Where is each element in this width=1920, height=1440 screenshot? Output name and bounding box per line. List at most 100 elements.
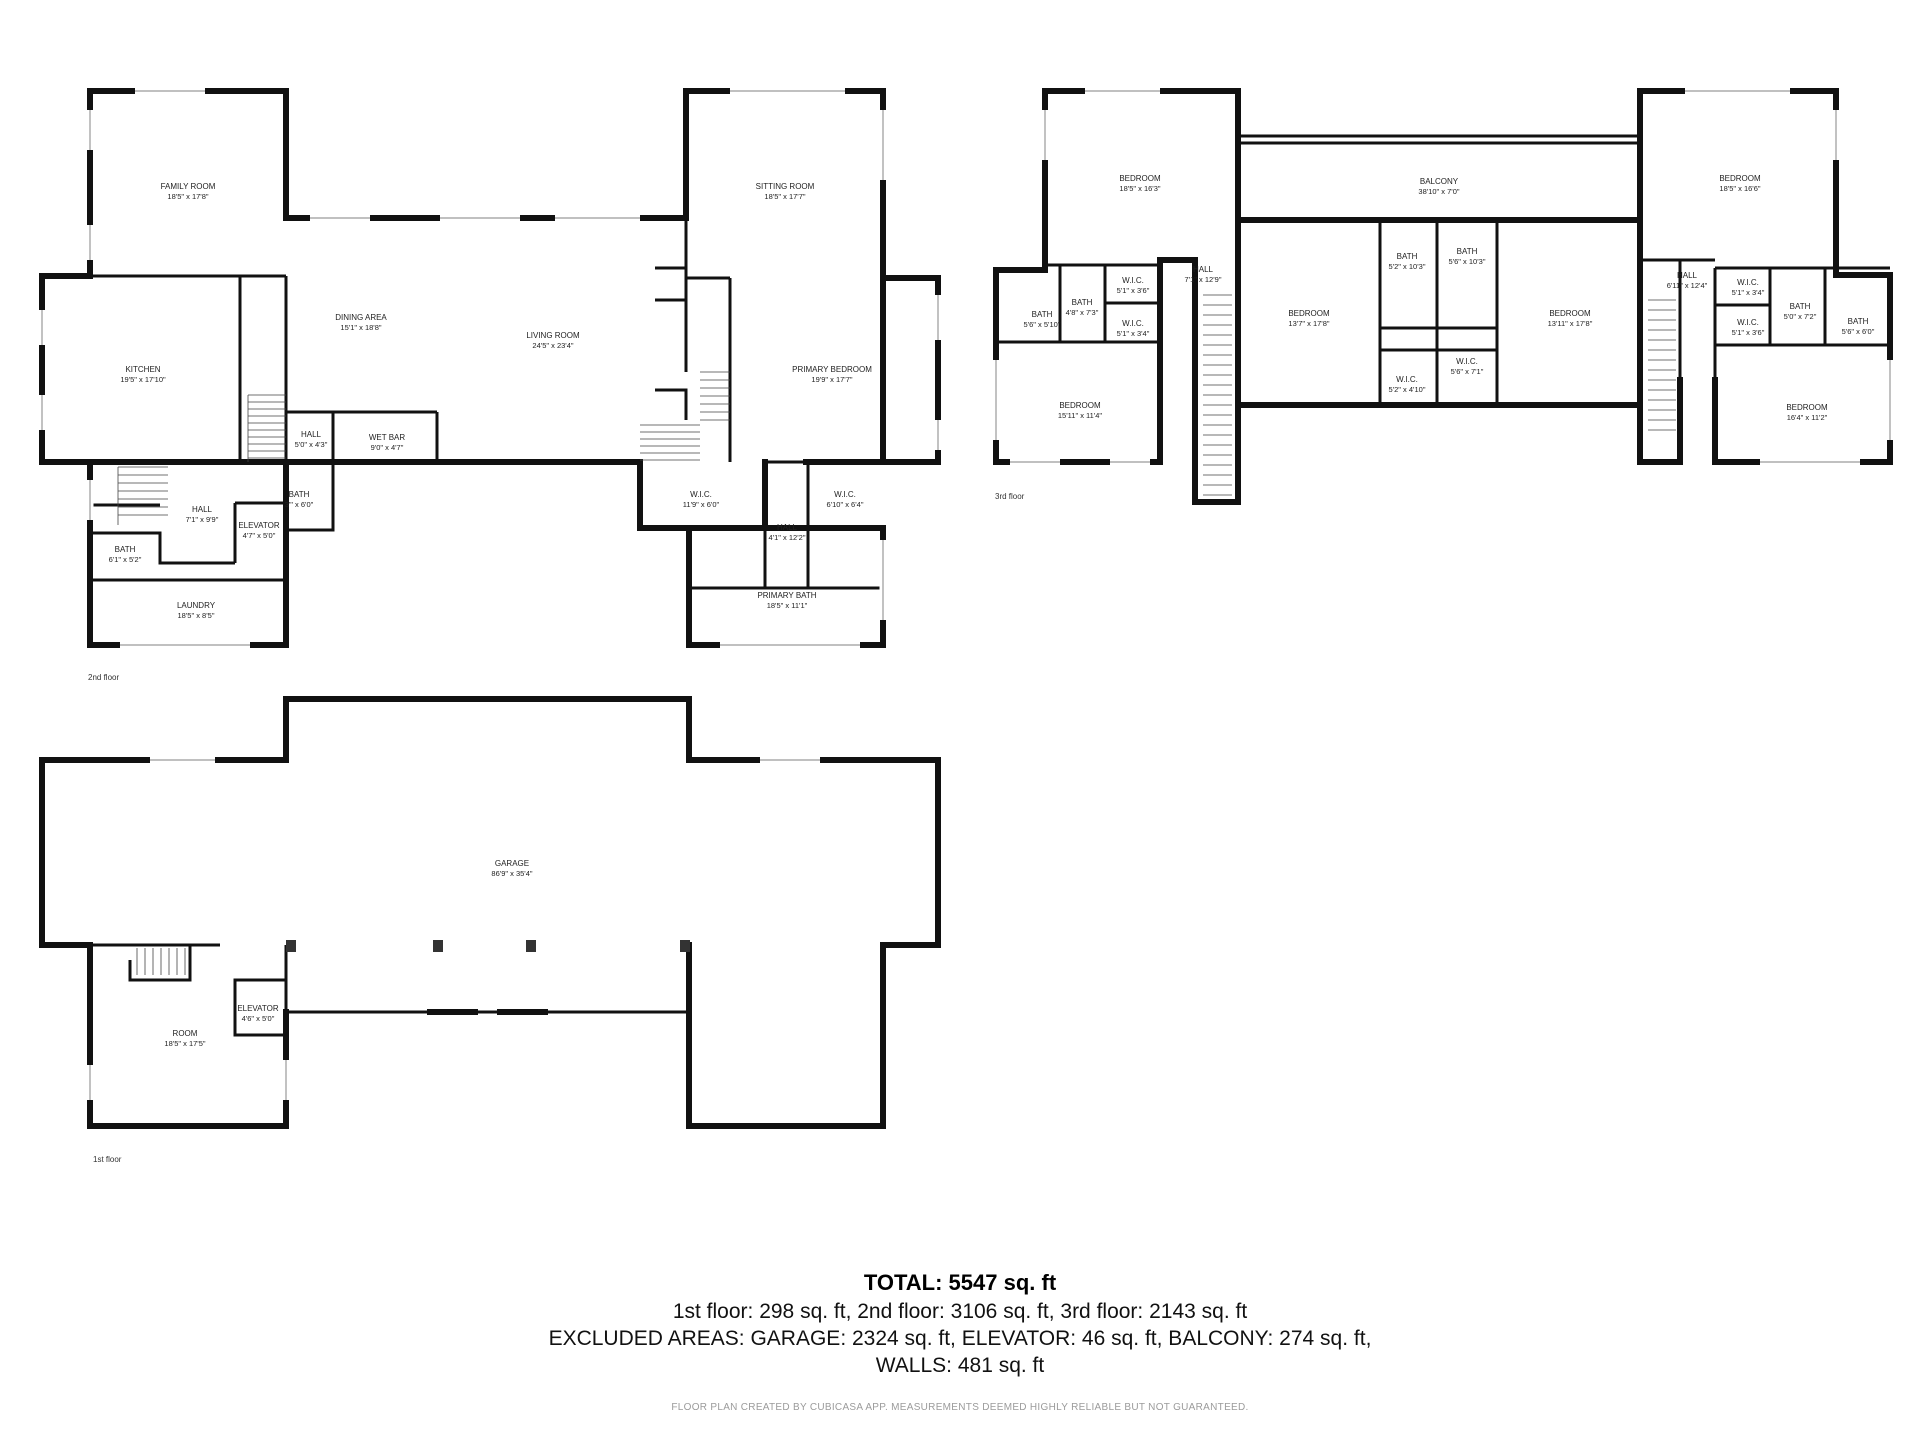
svg-text:5'1" x 3'6": 5'1" x 3'6" [1117, 286, 1150, 295]
svg-text:HALL: HALL [777, 523, 798, 532]
second-floor-windows [38, 87, 942, 649]
svg-text:PRIMARY BATH: PRIMARY BATH [757, 591, 816, 600]
svg-text:5'1" x 3'6": 5'1" x 3'6" [1732, 328, 1765, 337]
stairs-first-floor [136, 948, 186, 975]
room-living-room: LIVING ROOM 24'5" x 23'4" [526, 331, 580, 350]
svg-text:6'1" x 5'2": 6'1" x 5'2" [109, 555, 142, 564]
svg-text:7'1" x 9'9": 7'1" x 9'9" [186, 515, 219, 524]
svg-text:15'1" x 18'8": 15'1" x 18'8" [340, 323, 381, 332]
room-laundry: LAUNDRY 18'5" x 8'5" [177, 601, 216, 620]
svg-text:BATH: BATH [289, 490, 310, 499]
svg-text:18'5" x 17'7": 18'5" x 17'7" [764, 192, 805, 201]
svg-text:5'0" x 7'2": 5'0" x 7'2" [1784, 312, 1817, 321]
svg-text:BEDROOM: BEDROOM [1786, 403, 1828, 412]
svg-text:5'6" x 5'10": 5'6" x 5'10" [1024, 320, 1061, 329]
floor-areas: 1st floor: 298 sq. ft, 2nd floor: 3106 s… [672, 1300, 1248, 1323]
svg-text:15'11" x 11'4": 15'11" x 11'4" [1058, 411, 1103, 420]
svg-text:W.I.C.: W.I.C. [1122, 276, 1144, 285]
room-dining-area: DINING AREA 15'1" x 18'8" [335, 313, 387, 332]
room-wic-c: W.I.C. 5'2" x 4'10" [1389, 375, 1426, 394]
svg-text:5'1" x 3'4": 5'1" x 3'4" [1732, 288, 1765, 297]
room-bedroom-nw: BEDROOM 18'5" x 16'3" [1119, 174, 1161, 193]
svg-text:38'10" x 7'0": 38'10" x 7'0" [1418, 187, 1459, 196]
room-bedroom-se: BEDROOM 16'4" x 11'2" [1786, 403, 1828, 422]
room-bedroom-mid-right: BEDROOM 13'11" x 17'8" [1548, 309, 1593, 328]
third-floor-windows [992, 87, 1894, 466]
column-marker [680, 940, 690, 952]
svg-text:19'9" x 17'7": 19'9" x 17'7" [811, 375, 852, 384]
first-floor-plan: GARAGE 86'9" x 35'4" ROOM 18'5" x 17'5" … [39, 696, 941, 1164]
room-balcony: BALCONY 38'10" x 7'0" [1418, 177, 1459, 196]
room-bedroom-sw: BEDROOM 15'11" x 11'4" [1058, 401, 1103, 420]
stairs-third-floor [1203, 294, 1676, 496]
room-primary-bath: PRIMARY BATH 18'5" x 11'1" [757, 591, 816, 610]
svg-text:86'9" x 35'4": 86'9" x 35'4" [491, 869, 532, 878]
column-marker [433, 940, 443, 952]
svg-text:18'5" x 11'1": 18'5" x 11'1" [767, 601, 808, 610]
room-hall-w: HALL 7'1" x 12'9" [1185, 265, 1222, 284]
room-bath-b: BATH 5'6" x 5'10" [1024, 310, 1061, 329]
room-bath-e: BATH 5'0" x 7'2" [1784, 302, 1817, 321]
svg-text:BEDROOM: BEDROOM [1119, 174, 1161, 183]
total-area: TOTAL: 5547 sq. ft [863, 1270, 1057, 1295]
svg-text:W.I.C.: W.I.C. [1737, 318, 1759, 327]
room-sitting-room: SITTING ROOM 18'5" x 17'7" [756, 182, 815, 201]
svg-text:BEDROOM: BEDROOM [1719, 174, 1761, 183]
svg-text:LAUNDRY: LAUNDRY [177, 601, 216, 610]
room-hall-main: HALL 7'1" x 9'9" [186, 505, 219, 524]
svg-text:4'6" x 5'0": 4'6" x 5'0" [242, 1014, 275, 1023]
room-hall-small: HALL 5'0" x 4'3" [295, 430, 328, 449]
room-wic-a: W.I.C. 5'1" x 3'6" [1117, 276, 1150, 295]
svg-text:5'6" x 10'3": 5'6" x 10'3" [1449, 257, 1486, 266]
svg-text:19'5" x 17'10": 19'5" x 17'10" [120, 375, 166, 384]
svg-text:W.I.C.: W.I.C. [834, 490, 856, 499]
room-bedroom-ne: BEDROOM 18'5" x 16'6" [1719, 174, 1761, 193]
svg-text:9'0" x 4'7": 9'0" x 4'7" [371, 443, 404, 452]
room-wic-right: W.I.C. 6'10" x 6'4" [827, 490, 864, 509]
svg-text:BALCONY: BALCONY [1420, 177, 1459, 186]
svg-text:6'10" x 6'4": 6'10" x 6'4" [827, 500, 864, 509]
room-garage: GARAGE 86'9" x 35'4" [491, 859, 532, 878]
svg-text:18'5" x 17'5": 18'5" x 17'5" [164, 1039, 205, 1048]
svg-text:5'2" x 4'10": 5'2" x 4'10" [1389, 385, 1426, 394]
svg-text:BEDROOM: BEDROOM [1288, 309, 1330, 318]
svg-text:BATH: BATH [1072, 298, 1093, 307]
svg-text:BEDROOM: BEDROOM [1549, 309, 1591, 318]
room-bath-a: BATH 4'8" x 7'3" [1066, 298, 1099, 317]
svg-text:GARAGE: GARAGE [495, 859, 529, 868]
room-kitchen: KITCHEN 19'5" x 17'10" [120, 365, 166, 384]
svg-text:18'5" x 8'5": 18'5" x 8'5" [178, 611, 215, 620]
svg-text:13'7" x 17'8": 13'7" x 17'8" [1288, 319, 1329, 328]
svg-text:18'5" x 17'8": 18'5" x 17'8" [167, 192, 208, 201]
room-wic-f: W.I.C. 5'1" x 3'6" [1732, 318, 1765, 337]
svg-text:DINING AREA: DINING AREA [335, 313, 387, 322]
room-wic-left: W.I.C. 11'9" x 6'0" [683, 490, 720, 509]
svg-text:5'6" x 6'0": 5'6" x 6'0" [1842, 327, 1875, 336]
svg-text:3'" x 6'0": 3'" x 6'0" [285, 500, 314, 509]
first-floor-windows [86, 756, 820, 1100]
svg-text:W.I.C.: W.I.C. [690, 490, 712, 499]
room-bath-c: BATH 5'2" x 10'3" [1389, 252, 1426, 271]
svg-text:4'7" x 5'0": 4'7" x 5'0" [243, 531, 276, 540]
svg-text:13'11" x 17'8": 13'11" x 17'8" [1548, 319, 1593, 328]
svg-text:11'9" x 6'0": 11'9" x 6'0" [683, 500, 720, 509]
svg-text:W.I.C.: W.I.C. [1396, 375, 1418, 384]
svg-text:W.I.C.: W.I.C. [1122, 319, 1144, 328]
area-summary: TOTAL: 5547 sq. ft 1st floor: 298 sq. ft… [0, 1268, 1920, 1379]
room-wic-d: W.I.C. 5'6" x 7'1" [1451, 357, 1484, 376]
svg-text:HALL: HALL [1677, 271, 1698, 280]
svg-text:BATH: BATH [1032, 310, 1053, 319]
room-elevator: ELEVATOR 4'7" x 5'0" [238, 521, 280, 540]
svg-text:ROOM: ROOM [173, 1029, 198, 1038]
floor-label-1st: 1st floor [93, 1155, 122, 1164]
room-wic-b: W.I.C. 5'1" x 3'4" [1117, 319, 1150, 338]
room-bath-d: BATH 5'6" x 10'3" [1449, 247, 1486, 266]
svg-text:5'0" x 4'3": 5'0" x 4'3" [295, 440, 328, 449]
disclaimer-text: FLOOR PLAN CREATED BY CUBICASA APP. MEAS… [671, 1402, 1249, 1413]
column-marker [286, 940, 296, 952]
svg-text:ELEVATOR: ELEVATOR [237, 1004, 279, 1013]
room-elevator-first: ELEVATOR 4'6" x 5'0" [237, 1004, 279, 1023]
svg-text:HALL: HALL [301, 430, 322, 439]
room-bath-left: BATH 6'1" x 5'2" [109, 545, 142, 564]
svg-text:4'8" x 7'3": 4'8" x 7'3" [1066, 308, 1099, 317]
